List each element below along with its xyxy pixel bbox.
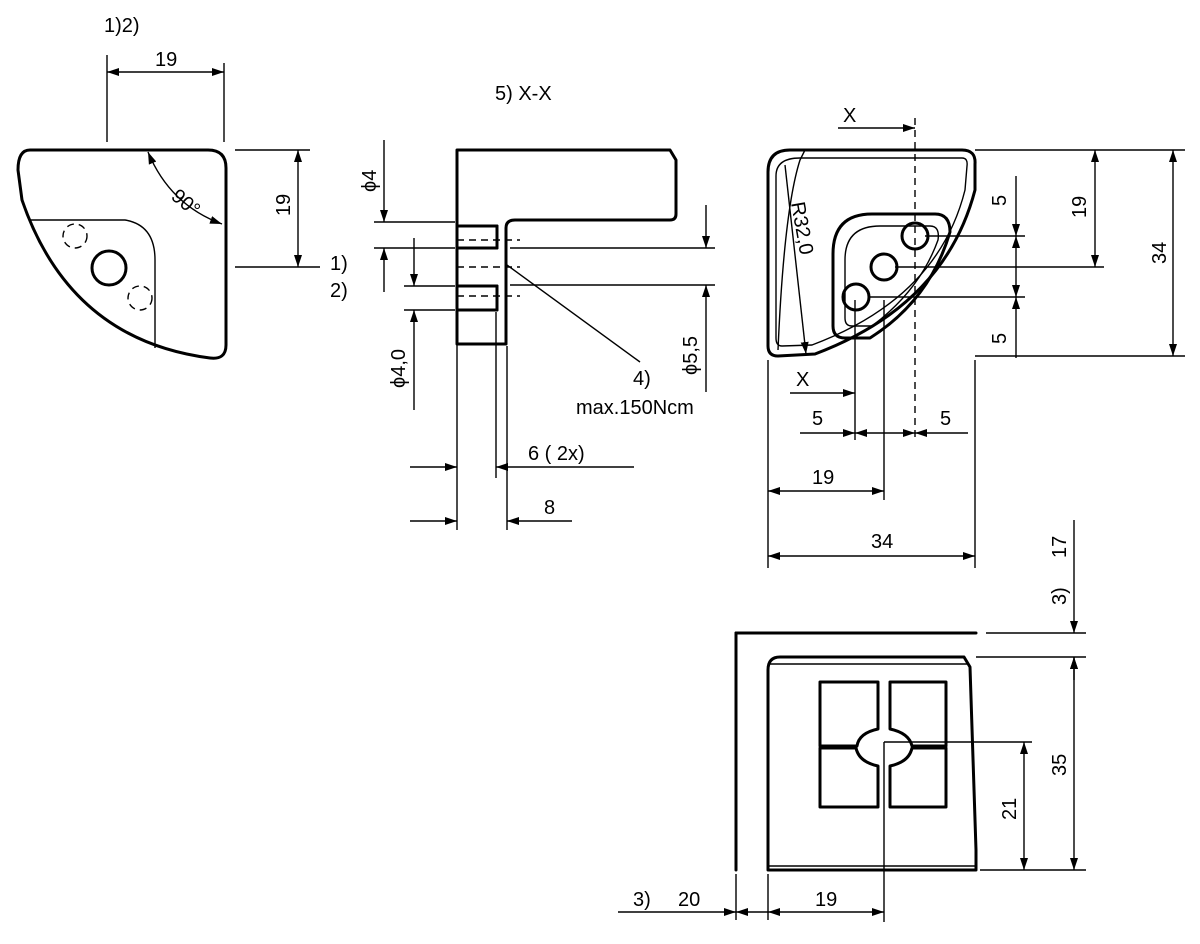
top-dim-5-v-top: 5 <box>989 195 1011 206</box>
top-dim-5-v-bottom: 5 <box>989 333 1011 344</box>
section-dim-8: 8 <box>544 497 555 519</box>
section-title: 5) X-X <box>495 83 552 105</box>
left-view-hole <box>90 249 128 287</box>
top-dim-34-v: 34 <box>1149 242 1171 264</box>
top-section-mark-top: X <box>843 105 856 127</box>
section-body <box>455 148 678 346</box>
front-dim-21: 21 <box>999 798 1021 820</box>
section-torque: max.150Ncm <box>576 397 694 419</box>
left-note-top: 1)2) <box>104 15 140 37</box>
left-dim-height: 19 <box>273 194 295 216</box>
top-dim-5-h-left: 5 <box>812 408 823 430</box>
top-dim-19-h: 19 <box>812 467 834 489</box>
top-dim-5-h-right: 5 <box>940 408 951 430</box>
front-dim-17: 17 <box>1049 536 1071 558</box>
front-dim-19: 19 <box>815 889 837 911</box>
section-dim-6: 6 ( 2x) <box>528 443 585 465</box>
front-view-body <box>766 655 978 872</box>
front-dim-35: 35 <box>1049 754 1071 776</box>
front-note-3-top: 3) <box>1049 587 1071 605</box>
left-view-hidden-hole-2 <box>127 285 153 311</box>
section-dia-right: ϕ5,5 <box>680 336 702 375</box>
top-dim-19-v: 19 <box>1069 196 1091 218</box>
top-view-inner-wall <box>775 157 968 347</box>
top-view: X X R32,0 5 5 19 34 5 5 <box>766 105 1185 568</box>
section-dia-top: ϕ4 <box>359 170 381 192</box>
top-view-pocket <box>831 212 952 340</box>
section-dia-left: ϕ4,0 <box>388 349 410 388</box>
section-callout-4: 4) <box>633 368 651 390</box>
top-section-mark-bottom: X <box>796 369 809 391</box>
section-view: 5) X-X ϕ4 ϕ4,0 ϕ5,5 <box>359 83 715 530</box>
left-view-hidden-hole-1 <box>62 223 88 249</box>
left-dim-width: 19 <box>155 49 177 71</box>
left-callout-1: 1) <box>330 253 348 275</box>
left-view-outline <box>16 148 228 360</box>
front-view: 17 3) 35 21 3) 20 19 <box>618 520 1086 922</box>
top-radius: R32,0 <box>786 200 817 256</box>
top-dim-34-h: 34 <box>871 531 893 553</box>
left-view-step <box>30 219 156 348</box>
top-view-outer <box>766 148 977 358</box>
front-dim-20: 20 <box>678 889 700 911</box>
front-note-3-bottom: 3) <box>633 889 651 911</box>
left-view: 19 1)2) 19 1) 2) 90° <box>16 15 348 360</box>
left-callout-2: 2) <box>330 280 348 302</box>
